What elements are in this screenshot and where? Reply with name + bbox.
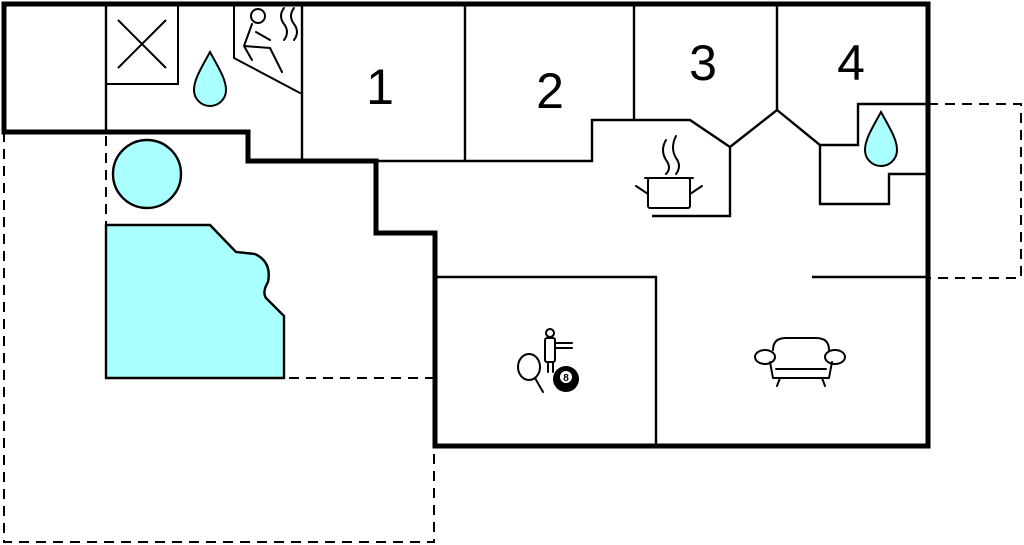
room-2-label: 2 (536, 63, 564, 119)
wc-shower-icon (233, 3, 301, 94)
billiard-ball-number: 8 (563, 373, 569, 384)
sofa-icon (754, 337, 846, 387)
annex-area (927, 103, 1022, 279)
kitchen-pot-icon (635, 135, 703, 209)
foosball-icon (544, 328, 573, 373)
table-tennis-icon (517, 353, 544, 393)
room-1-label: 1 (366, 59, 394, 115)
swimming-pool-icon (104, 223, 286, 380)
water-drop-icon (863, 109, 899, 167)
outer-wall (1, 1, 931, 449)
sauna-icon (105, 3, 179, 85)
room-3-label: 3 (689, 35, 717, 91)
billiard-ball-icon: 8 (553, 366, 579, 392)
interior-walls (104, 4, 928, 446)
water-drop-icon (192, 49, 228, 107)
hot-tub-icon (111, 138, 183, 210)
room-4-label: 4 (837, 35, 865, 91)
